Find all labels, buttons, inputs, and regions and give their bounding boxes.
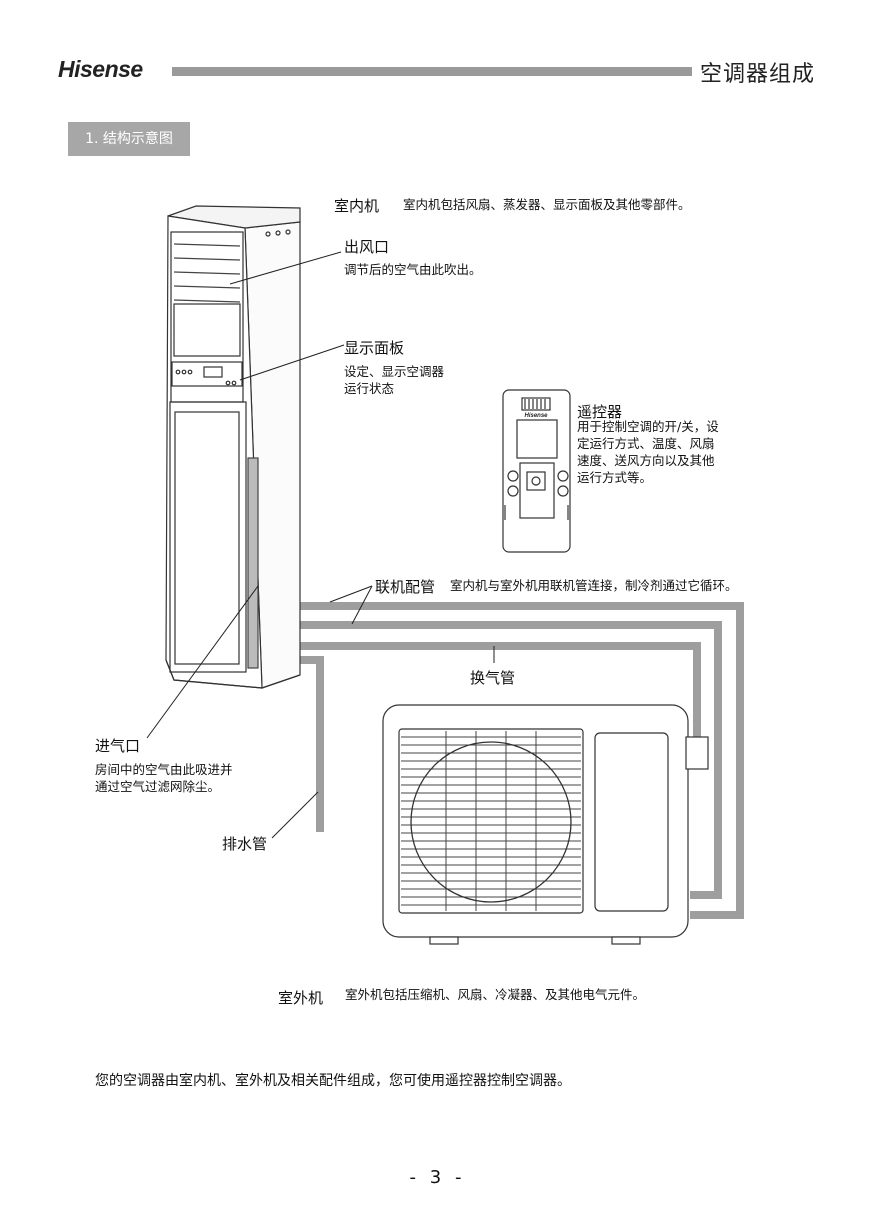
remote-desc-line: 速度、送风方向以及其他 xyxy=(577,453,715,468)
leader-lines xyxy=(146,251,495,839)
display-panel-desc-line: 设定、显示空调器 xyxy=(344,364,445,379)
air-outlet-label: 出风口 xyxy=(344,238,390,256)
connecting-pipe-description: 室内机与室外机用联机管连接，制冷剂通过它循环。 xyxy=(450,578,738,593)
display-panel-description: 设定、显示空调器 运行状态 xyxy=(344,363,444,397)
display-panel-label: 显示面板 xyxy=(344,339,405,357)
air-inlet-description: 房间中的空气由此吸进并 通过空气过滤网除尘。 xyxy=(95,761,233,795)
section-heading: 1. 结构示意图 xyxy=(68,122,190,156)
remote-controller-drawing xyxy=(502,389,571,553)
vent-pipe-label: 换气管 xyxy=(470,669,516,687)
air-inlet-desc-line: 房间中的空气由此吸进并 xyxy=(95,762,233,777)
air-inlet-desc-line: 通过空气过滤网除尘。 xyxy=(95,779,221,794)
remote-description: 用于控制空调的开/关，设 定运行方式、温度、风扇 速度、送风方向以及其他 运行方… xyxy=(577,418,719,486)
header-divider-bar xyxy=(172,67,692,76)
air-outlet-description: 调节后的空气由此吹出。 xyxy=(344,262,482,277)
remote-desc-line: 定运行方式、温度、风扇 xyxy=(577,436,715,451)
indoor-unit-drawing xyxy=(165,205,301,689)
remote-desc-line: 用于控制空调的开/关，设 xyxy=(577,419,719,434)
brand-logo: Hisense xyxy=(58,56,143,82)
indoor-unit-label: 室内机 xyxy=(334,197,380,215)
drain-pipe xyxy=(300,656,324,832)
page-number: - 3 - xyxy=(409,1167,466,1188)
outdoor-unit-label: 室外机 xyxy=(278,989,324,1007)
vent-pipe xyxy=(300,642,701,740)
drain-pipe-label: 排水管 xyxy=(222,835,268,853)
outdoor-unit-drawing xyxy=(382,704,709,945)
outdoor-unit-description: 室外机包括压缩机、风扇、冷凝器、及其他电气元件。 xyxy=(345,987,646,1002)
remote-label: 遥控器 xyxy=(577,403,623,421)
connecting-pipes xyxy=(300,602,744,919)
summary-text: 您的空调器由室内机、室外机及相关配件组成，您可使用遥控器控制空调器。 xyxy=(95,1073,571,1089)
connecting-pipe-label: 联机配管 xyxy=(375,578,436,596)
remote-logo: Hisense xyxy=(524,413,548,419)
display-panel-desc-line: 运行状态 xyxy=(344,381,395,396)
air-inlet-label: 进气口 xyxy=(95,737,141,755)
page-title: 空调器组成 xyxy=(699,62,815,87)
indoor-unit-description: 室内机包括风扇、蒸发器、显示面板及其他零部件。 xyxy=(403,197,691,212)
remote-desc-line: 运行方式等。 xyxy=(577,470,653,485)
